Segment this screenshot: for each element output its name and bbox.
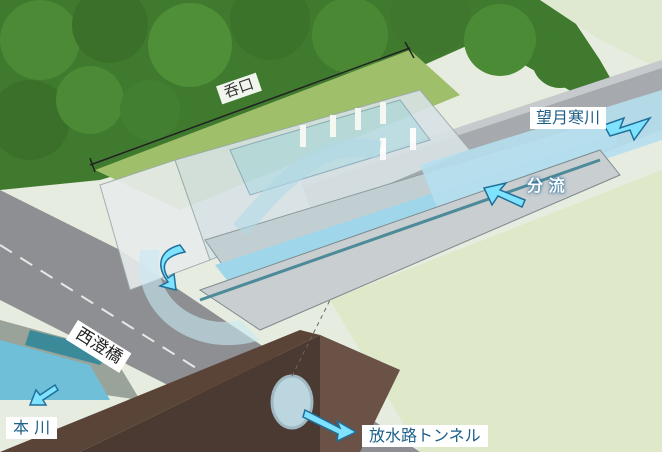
discharge-tunnel-label: 放水路トンネル <box>362 425 488 447</box>
flow-arrow-icon <box>602 116 652 142</box>
field-area <box>540 0 662 70</box>
flow-arrow-icon <box>302 408 358 443</box>
field-lower <box>330 170 662 452</box>
diversion-label: 分 流 <box>527 176 565 195</box>
bozukisamu-river-label: 望月寒川 <box>530 107 607 129</box>
flow-arrow-icon <box>482 181 526 209</box>
main-river-label: 本 川 <box>6 417 58 439</box>
main-river-area <box>0 320 140 400</box>
tunnel-opening <box>270 374 314 430</box>
flow-arrow-icon <box>157 244 187 291</box>
intake-dimension-line <box>89 41 415 173</box>
flow-arrow-icon <box>28 383 60 406</box>
